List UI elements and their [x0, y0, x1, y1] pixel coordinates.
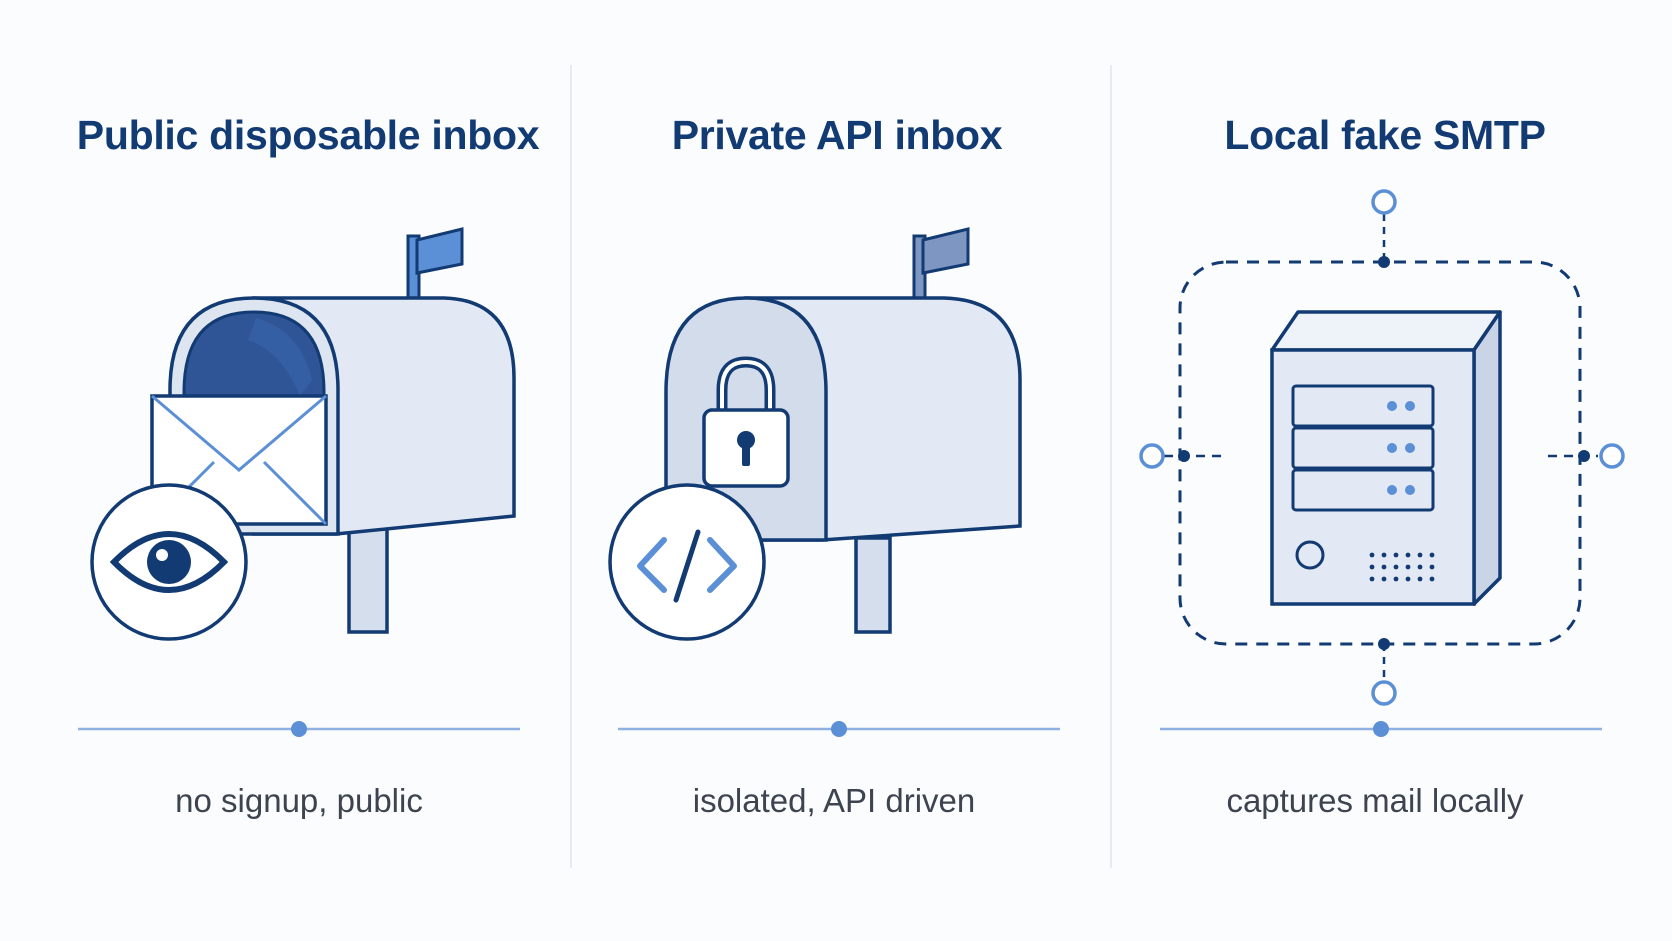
panel-1-separator: [78, 721, 520, 737]
panel-3-title: Local fake SMTP: [1224, 112, 1546, 158]
panel-3-separator: [1160, 721, 1602, 737]
server-icon: [1270, 310, 1502, 606]
network-nodes-icon: [1139, 189, 1625, 706]
panel-1-caption: no signup, public: [175, 782, 423, 819]
panel-2-caption: isolated, API driven: [692, 782, 976, 819]
panel-3-caption: captures mail locally: [1226, 782, 1524, 819]
code-icon: [608, 483, 766, 641]
panel-2-separator: [618, 721, 1060, 737]
lock-icon: [702, 356, 790, 488]
panel-1-title: Public disposable inbox: [76, 112, 540, 158]
eye-icon: [90, 483, 248, 641]
panel-2-title: Private API inbox: [671, 112, 1003, 158]
